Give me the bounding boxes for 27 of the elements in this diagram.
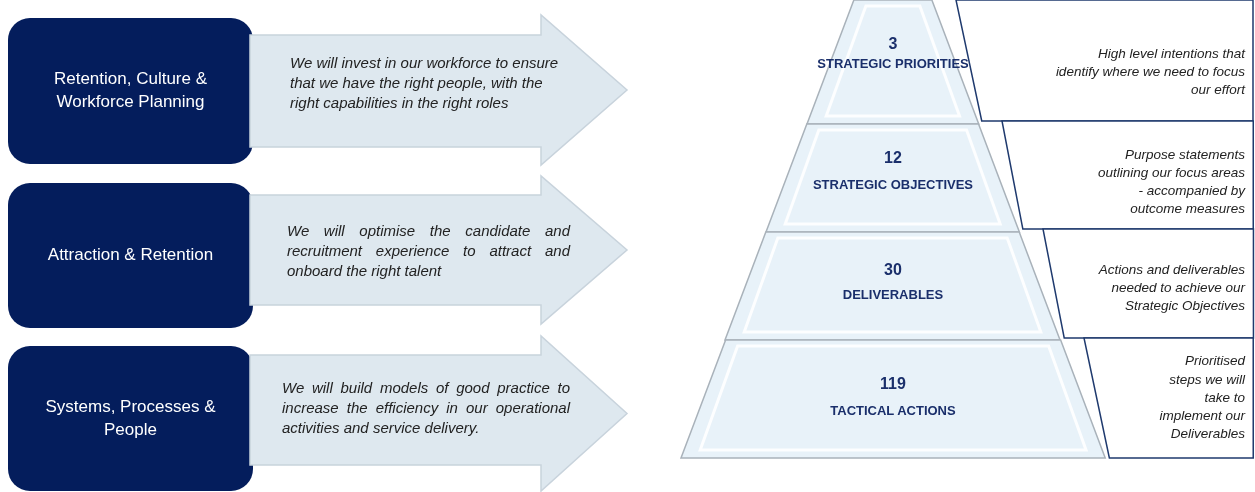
- description-text: High level intentions that identify where we need to focus our effort: [1055, 44, 1245, 100]
- tier-label: DELIVERABLES: [841, 286, 945, 304]
- tier-number: 119: [879, 374, 907, 394]
- arrow-shape: [250, 15, 627, 165]
- description-text: We will build models of good practice to increase the efficiency in our operational activities and service delivery.: [282, 378, 570, 438]
- tier-number: 3: [887, 34, 899, 54]
- tier-number: 12: [883, 148, 903, 168]
- tier-label: STRATEGIC OBJECTIVES: [811, 176, 975, 194]
- description-text: We will invest in our workforce to ensure that we have the right people, with the right capabilities in the right roles: [290, 53, 560, 113]
- category-box: Attraction & Retention: [8, 183, 253, 328]
- category-box: Retention, Culture & Workforce Planning: [8, 18, 253, 164]
- pyramid-tier: [725, 232, 1061, 340]
- arrow-shape: [250, 336, 627, 491]
- description-text: Actions and deliverables needed to achieve our Strategic Objectives: [1097, 260, 1245, 316]
- tier-label: STRATEGIC PRIORITIES: [816, 55, 970, 73]
- tier-number: 30: [883, 260, 903, 280]
- category-box: Systems, Processes & People: [8, 346, 253, 491]
- description-box: [1001, 121, 1253, 229]
- description-text: We will optimise the candidate and recruitment experience to attract and onboard the right talent: [287, 221, 570, 281]
- pyramid-tier: [680, 340, 1106, 458]
- tier-label: TACTICAL ACTIONS: [829, 402, 957, 420]
- description-box: [1083, 338, 1253, 458]
- description-box: [1042, 229, 1253, 338]
- pyramid-tier: [766, 124, 1020, 232]
- arrow-shape: [250, 176, 627, 324]
- description-text: Purpose statements outlining our focus areas - accompanied by outcome measures: [1096, 145, 1245, 219]
- description-text: Prioritised steps we will take to implement our Deliverables: [1158, 352, 1245, 444]
